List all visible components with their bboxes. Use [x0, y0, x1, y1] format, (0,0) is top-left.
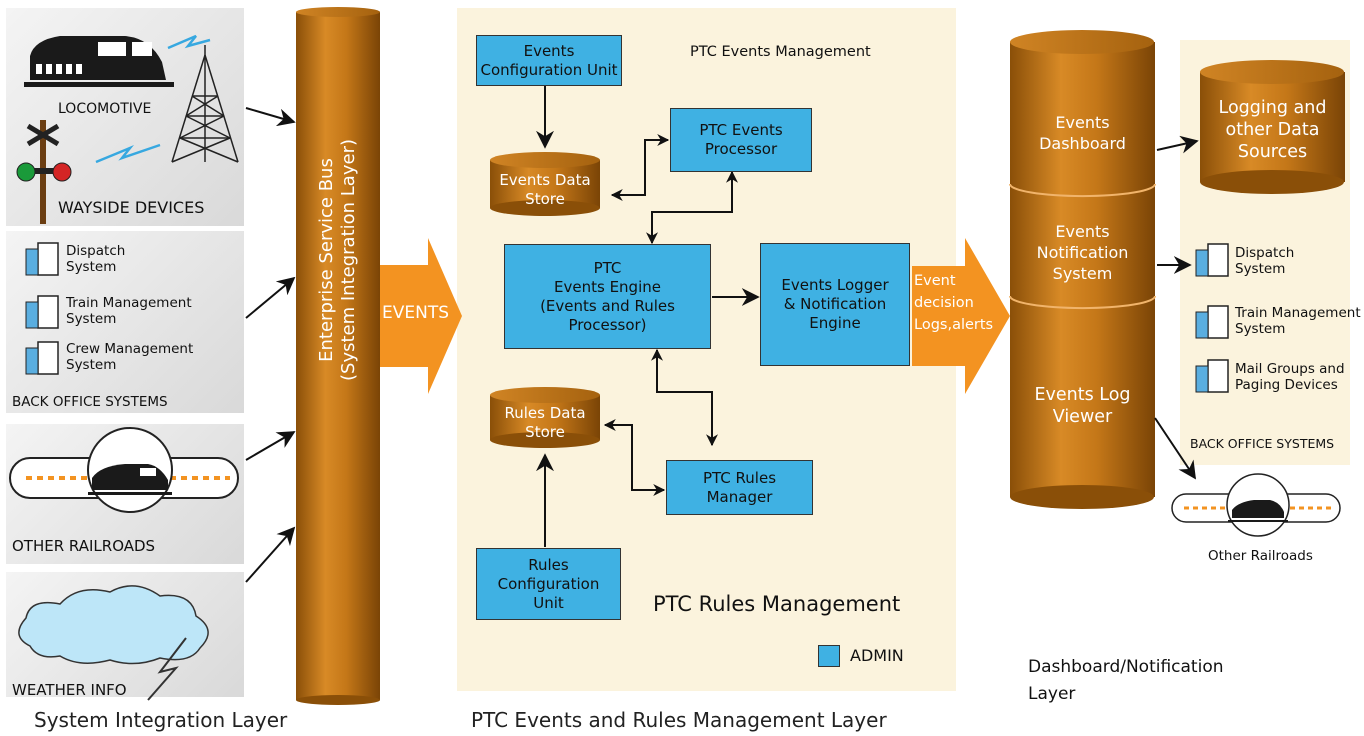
- logging-cylinder: [1200, 60, 1345, 194]
- other-railroads-label: OTHER RAILROADS: [12, 537, 156, 555]
- events-arrow: [380, 238, 462, 394]
- events-data-store-cylinder: [490, 152, 600, 216]
- locomotive-label: LOCOMOTIVE: [58, 101, 152, 117]
- dashboard-cylinder: [1009, 30, 1156, 509]
- ptc-events-processor-box: PTC Events Processor: [670, 108, 812, 172]
- admin-legend-swatch: [818, 645, 840, 667]
- events-logger-box: Events Logger & Notification Engine: [760, 243, 910, 366]
- rules-mgmt-label: PTC Rules Management: [653, 592, 901, 616]
- notification-system-label: Events Notification System: [1036, 221, 1129, 283]
- railroad-badge-icon: [9, 427, 239, 513]
- log-viewer-label: Events Log Viewer: [1034, 385, 1131, 427]
- events-arrow-label: EVENTS: [382, 303, 450, 323]
- right-back-office-label: BACK OFFICE SYSTEMS: [1190, 436, 1335, 451]
- locomotive-icon: [24, 36, 174, 87]
- signal-bolt-icon: [167, 34, 211, 50]
- esb-cylinder: [296, 7, 380, 705]
- crossing-signal-icon: [16, 120, 72, 224]
- esb-label: Enterprise Service Bus(System Integratio…: [316, 139, 359, 381]
- ptc-events-engine-box: PTC Events Engine (Events and Rules Proc…: [504, 244, 711, 349]
- server-icon: [1195, 243, 1229, 393]
- ptc-rules-manager-box: PTC Rules Manager: [666, 460, 813, 515]
- server-icon: [25, 242, 59, 375]
- rules-data-store-cylinder: [490, 387, 600, 448]
- admin-legend-label: ADMIN: [850, 646, 904, 665]
- weather-label: WEATHER INFO: [12, 681, 127, 699]
- rules-data-store-label: Rules Data Store: [504, 404, 586, 441]
- events-data-store-label: Events Data Store: [499, 171, 591, 208]
- logging-label: Logging and other Data Sources: [1218, 98, 1327, 162]
- events-config-unit-box: Events Configuration Unit: [476, 35, 622, 86]
- ptc-layer-footer: PTC Events and Rules Management Layer: [471, 708, 887, 732]
- railroad-badge-icon: [1171, 473, 1341, 537]
- signal-bolt-icon: [95, 143, 161, 164]
- events-mgmt-label: PTC Events Management: [690, 44, 871, 60]
- rules-config-unit-box: Rules Configuration Unit: [476, 548, 621, 620]
- wayside-label: WAYSIDE DEVICES: [58, 198, 205, 217]
- events-dashboard-label: Events Dashboard: [1039, 113, 1126, 153]
- back-office-label: BACK OFFICE SYSTEMS: [12, 394, 168, 410]
- weather-cloud-icon: [18, 585, 209, 701]
- right-other-railroads-label: Other Railroads: [1208, 548, 1313, 564]
- radio-tower-icon: [171, 45, 239, 163]
- system-integration-footer: System Integration Layer: [34, 708, 288, 732]
- output-arrow: [912, 238, 1010, 394]
